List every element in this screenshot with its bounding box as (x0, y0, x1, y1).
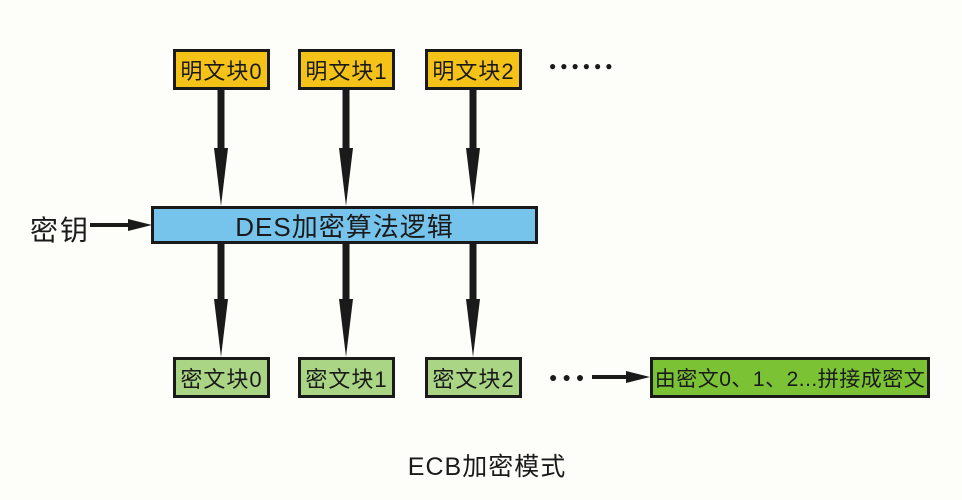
plaintext-block-2-label: 明文块2 (432, 58, 515, 84)
down-arrow-icon (466, 243, 480, 357)
key-label: 密钥 (30, 215, 91, 246)
diagram-caption: ECB加密模式 (407, 453, 567, 481)
ciphertext-block-0: 密文块0 (173, 357, 270, 398)
down-arrow-icon (339, 243, 353, 357)
ciphertext-block-1-label: 密文块1 (305, 366, 388, 392)
ciphertext-concat-box: 由密文0、1、2...拼接成密文 (650, 357, 930, 398)
top-ellipsis-dots: ●●●●●● (549, 59, 617, 73)
down-arrow-icon (339, 90, 353, 206)
down-arrow-icon (214, 243, 228, 357)
ciphertext-block-2: 密文块2 (425, 357, 522, 398)
des-engine-label: DES加密算法逻辑 (235, 211, 454, 242)
ciphertext-block-2-label: 密文块2 (432, 366, 515, 392)
down-arrow-icon (466, 90, 480, 206)
ciphertext-block-0-label: 密文块0 (180, 366, 263, 392)
plaintext-block-0: 明文块0 (173, 49, 270, 90)
plaintext-block-0-label: 明文块0 (180, 58, 263, 84)
plaintext-block-1-label: 明文块1 (305, 58, 388, 84)
right-arrow-icon (90, 219, 152, 231)
bottom-ellipsis-dots: ●●● (549, 369, 590, 385)
right-arrow-icon (592, 371, 650, 383)
plaintext-block-1: 明文块1 (298, 49, 395, 90)
ciphertext-concat-label: 由密文0、1、2...拼接成密文 (654, 367, 926, 391)
plaintext-block-2: 明文块2 (425, 49, 522, 90)
down-arrow-icon (214, 90, 228, 206)
des-engine-box: DES加密算法逻辑 (151, 206, 538, 244)
ciphertext-block-1: 密文块1 (298, 357, 395, 398)
